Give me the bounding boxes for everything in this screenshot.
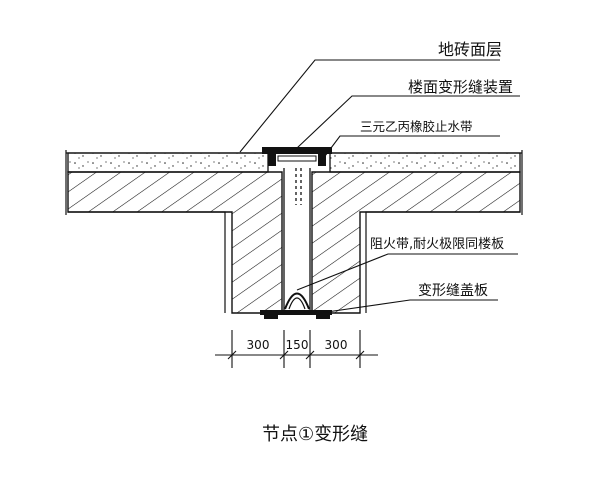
joint-device-label: 楼面变形缝装置: [408, 78, 513, 96]
leader-lines: [239, 59, 520, 314]
bottom-cover-plate: [260, 310, 332, 319]
dimension-middle: 150: [286, 338, 309, 352]
left-floor-slab: [67, 152, 283, 314]
drawing-caption: 节点①变形缝: [262, 424, 368, 445]
dimension-line: [215, 330, 378, 368]
dimension-left: 300: [247, 338, 270, 352]
cover-plate-label: 变形缝盖板: [418, 283, 488, 299]
fire-stop-strip: [284, 292, 310, 310]
floor-tile-layer-label: 地砖面层: [438, 40, 502, 59]
slab-edges: [65, 150, 523, 215]
right-floor-slab: [311, 152, 521, 314]
fire-strip-label: 阻火带,耐火极限同楼板: [370, 237, 504, 252]
joint-gap: [283, 168, 311, 313]
dimension-right: 300: [325, 338, 348, 352]
epdm-waterstop-label: 三元乙丙橡胶止水带: [360, 119, 473, 134]
joint-device: [262, 147, 332, 166]
